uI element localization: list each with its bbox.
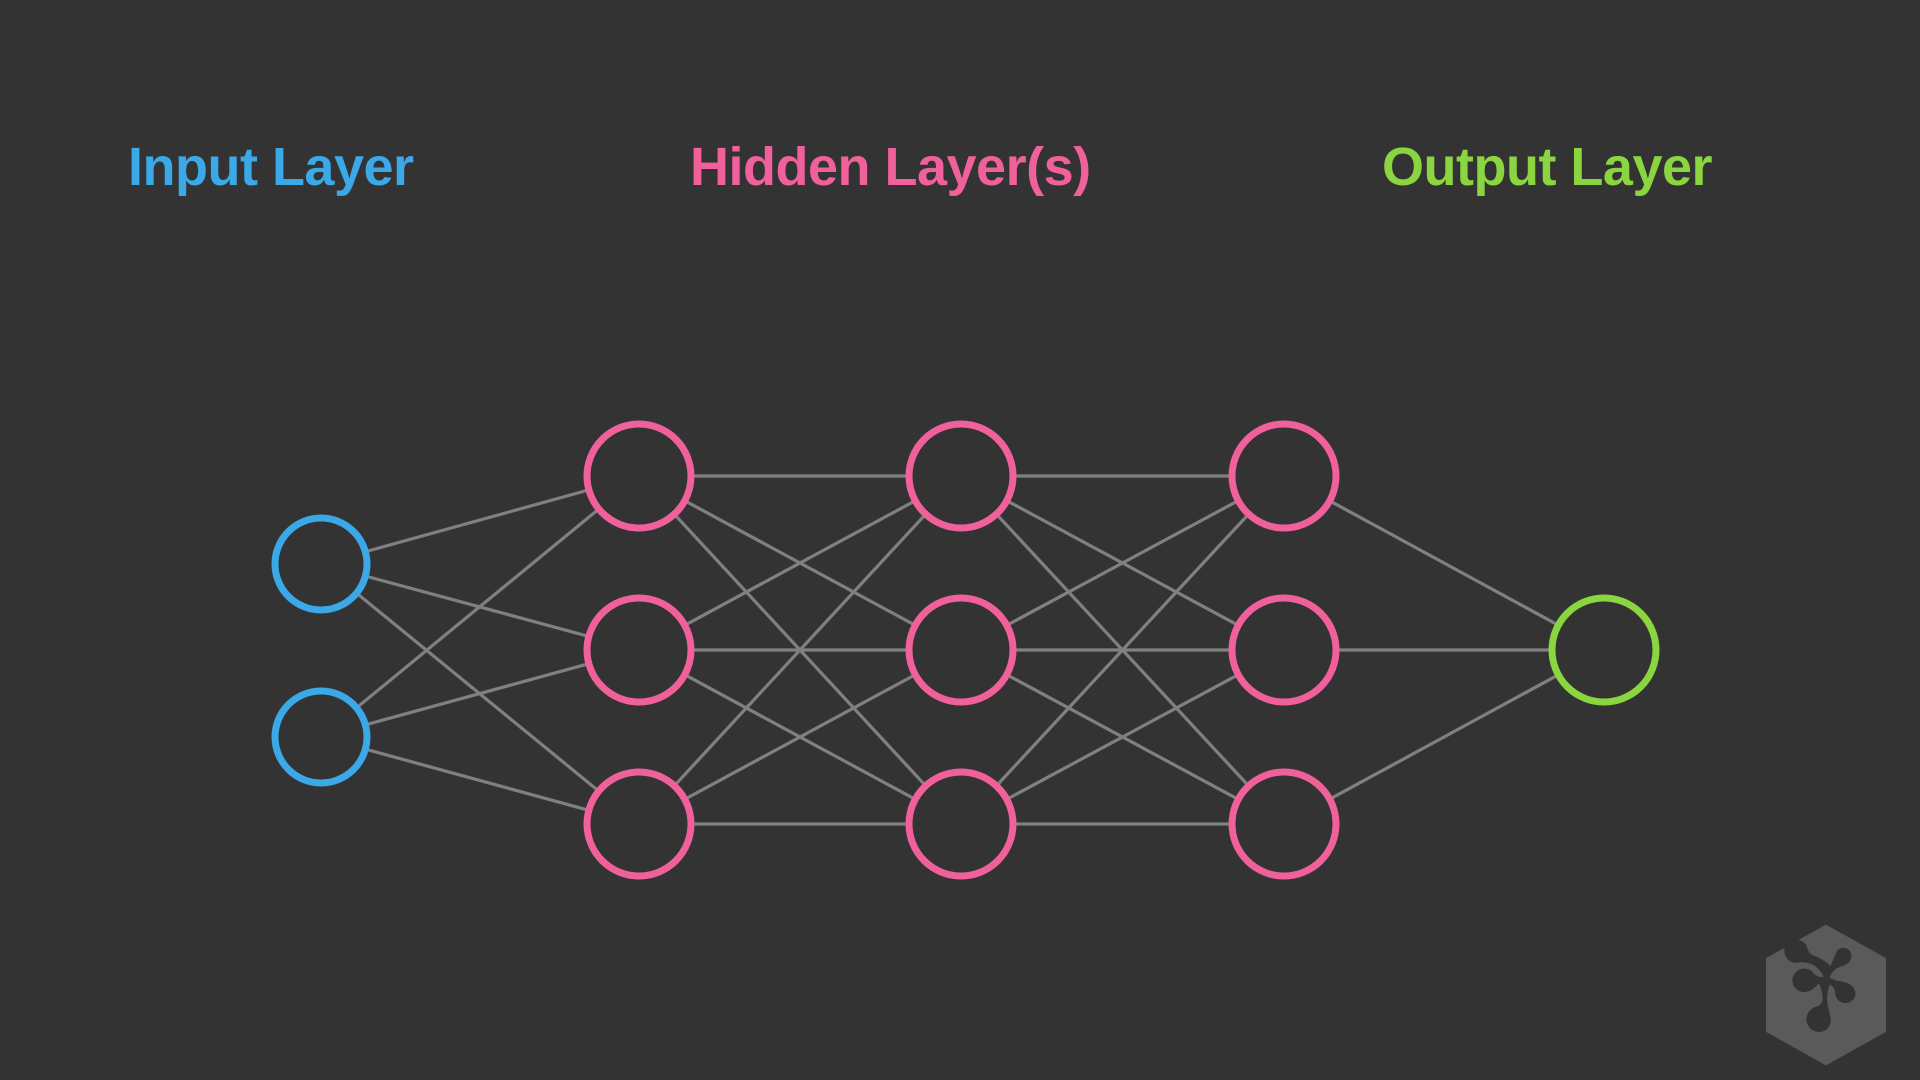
connection-edge	[354, 507, 601, 710]
neuron-node-i2	[271, 687, 371, 787]
connection-edge	[1005, 673, 1240, 801]
neuron-node-h2-1	[905, 420, 1017, 532]
nodes-group	[271, 420, 1660, 880]
connection-edge	[363, 574, 591, 639]
neuron-glyph	[1784, 939, 1856, 1032]
neuron-node-h2-3	[905, 768, 1017, 880]
connection-edge	[672, 512, 928, 788]
connection-edge	[1328, 499, 1560, 627]
neuron-node-h3-1	[1228, 420, 1340, 532]
connection-edge	[363, 747, 591, 812]
neuron-node-o1	[1548, 594, 1660, 706]
connection-edge	[683, 673, 917, 801]
connection-edge	[355, 591, 601, 793]
neuron-node-h1-1	[583, 420, 695, 532]
hexagon-neuron-logo-icon	[1766, 924, 1886, 1066]
connection-edge	[363, 488, 591, 554]
connection-edge	[363, 662, 591, 727]
connection-edge	[1005, 499, 1240, 627]
neuron-node-h3-3	[1228, 768, 1340, 880]
neuron-node-h1-2	[583, 594, 695, 706]
connection-edge	[1328, 673, 1560, 801]
neuron-node-h1-3	[583, 768, 695, 880]
neuron-node-h3-2	[1228, 594, 1340, 706]
edges-group	[354, 474, 1560, 826]
neuron-node-h2-2	[905, 594, 1017, 706]
connection-edge	[994, 512, 1251, 788]
neuron-node-i1	[271, 514, 371, 614]
connection-edge	[683, 499, 917, 627]
